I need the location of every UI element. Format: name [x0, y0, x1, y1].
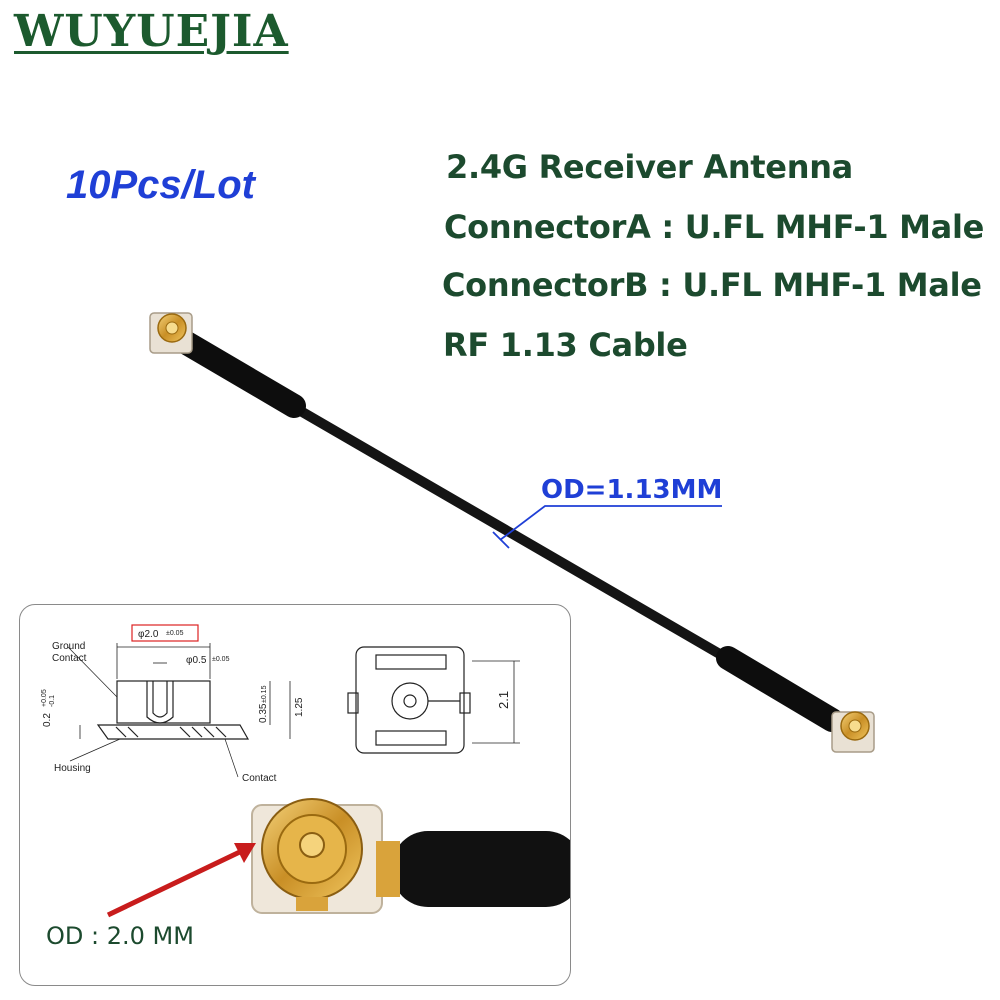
- label-ground: Ground: [52, 641, 85, 652]
- connector-closeup-photo: [251, 798, 570, 914]
- label-contact-ground: Contact: [52, 653, 87, 664]
- label-h1-tol: ±0.15: [261, 685, 268, 703]
- label-left-tol-bottom: -0.1: [49, 695, 56, 707]
- shrink-sleeve-b: [716, 646, 844, 732]
- label-h2: 1.25: [294, 697, 305, 717]
- top-view-drawing: [347, 646, 520, 754]
- quantity-label: 10Pcs/Lot: [66, 163, 255, 207]
- spec-line-connector-a: ConnectorA : U.FL MHF-1 Male: [444, 208, 985, 246]
- label-housing: Housing: [54, 763, 91, 774]
- connector-technical-drawing: Ground Contact φ2.0 ±0.05 φ0.5 ±0.05 0.2…: [41, 624, 570, 918]
- connector-od-label: OD : 2.0 MM: [46, 922, 194, 950]
- connector-b: [831, 711, 875, 753]
- label-width: 2.1: [496, 691, 511, 709]
- label-dia-outer-tol: ±0.05: [166, 630, 184, 637]
- label-dia-outer: φ2.0: [138, 629, 159, 640]
- spec-line-title: 2.4G Receiver Antenna: [446, 148, 853, 186]
- label-left-tol-top: +0.05: [41, 689, 48, 707]
- spec-line-connector-b: ConnectorB : U.FL MHF-1 Male: [442, 266, 982, 304]
- label-dia-inner: φ0.5: [186, 655, 207, 666]
- side-view-drawing: [67, 643, 291, 778]
- connector-a: [149, 312, 193, 354]
- arrow-icon: [106, 843, 256, 918]
- label-contact: Contact: [242, 773, 277, 784]
- connector-detail-panel: Ground Contact φ2.0 ±0.05 φ0.5 ±0.05 0.2…: [19, 604, 571, 986]
- cable-body: [287, 401, 735, 665]
- cable-od-label: OD=1.13MM: [541, 475, 723, 505]
- label-h1: 0.35: [258, 703, 269, 723]
- label-dia-inner-tol: ±0.05: [212, 656, 230, 663]
- spec-line-cable: RF 1.13 Cable: [443, 326, 688, 364]
- highlight-box: [131, 624, 199, 642]
- brand-logo: WUYUEJIA: [14, 6, 289, 57]
- shrink-sleeve-a: [173, 330, 306, 418]
- od-callout-line: [492, 505, 722, 549]
- label-left-dim: 0.2: [42, 713, 53, 727]
